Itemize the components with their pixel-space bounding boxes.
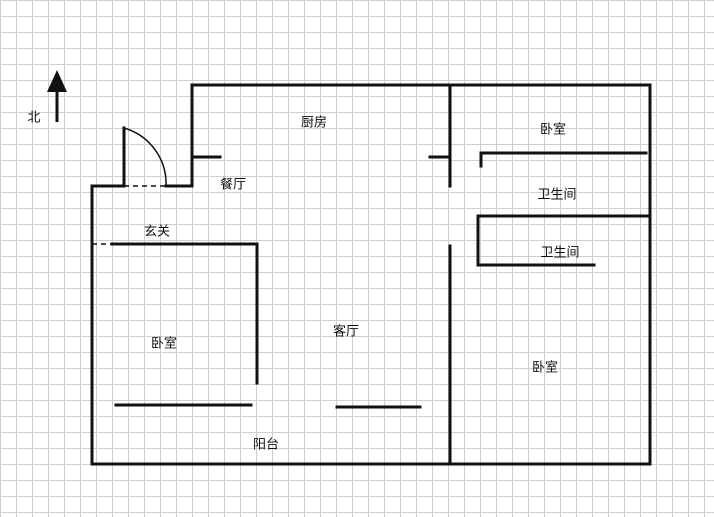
room-label-bedroom-northeast: 卧室 bbox=[539, 122, 567, 138]
room-label-entrance: 玄关 bbox=[143, 224, 171, 240]
room-label-kitchen: 厨房 bbox=[300, 115, 328, 131]
room-label-bathroom-1: 卫生间 bbox=[537, 187, 577, 203]
room-label-bedroom-west: 卧室 bbox=[150, 336, 178, 352]
room-label-bedroom-southeast: 卧室 bbox=[531, 360, 559, 376]
room-label-living: 客厅 bbox=[332, 324, 360, 340]
room-label-bathroom-2: 卫生间 bbox=[540, 245, 580, 261]
room-label-dining: 餐厅 bbox=[219, 177, 247, 193]
room-label-balcony: 阳台 bbox=[252, 437, 280, 453]
door-swing-arc bbox=[123, 127, 167, 187]
compass-label: 北 bbox=[27, 110, 41, 126]
north-arrow-icon bbox=[47, 70, 67, 122]
